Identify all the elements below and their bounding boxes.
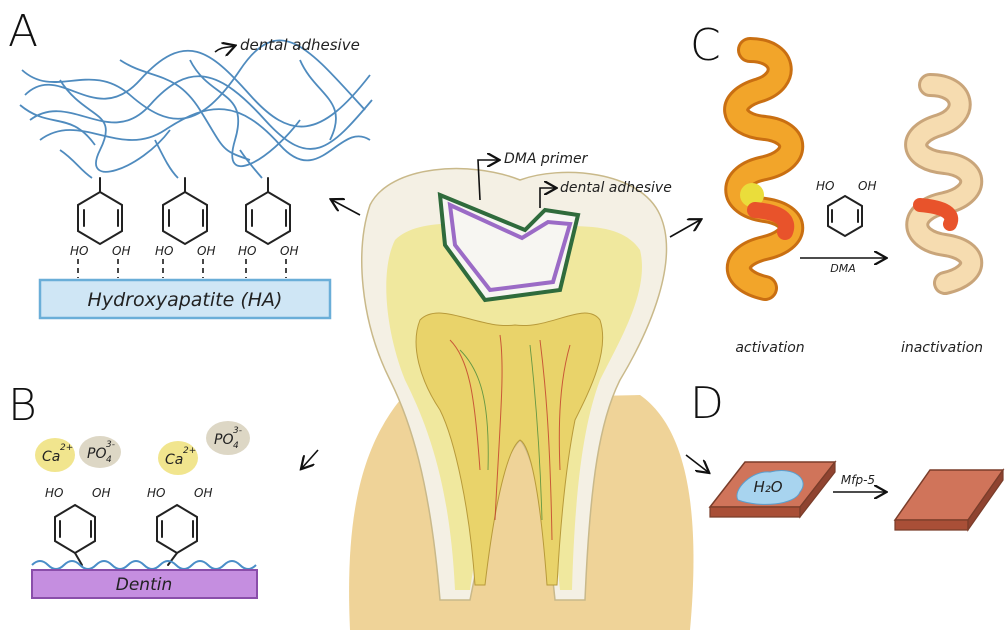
svg-text:2+: 2+: [60, 443, 73, 453]
svg-text:OH: OH: [194, 486, 212, 500]
active-enzyme-helix: [736, 50, 791, 288]
catechol-2: HO OH: [155, 178, 215, 278]
arrow-to-c: [670, 220, 700, 237]
panel-label-b: B: [8, 380, 37, 431]
svg-text:HO: HO: [816, 179, 834, 193]
adhesive-fiber-network: [20, 40, 372, 178]
inactive-enzyme-helix: [916, 85, 971, 283]
svg-text:PO: PO: [214, 432, 233, 448]
wet-substrate: H₂O: [710, 462, 835, 517]
ho-label: HO: [70, 244, 88, 258]
ion-ca-2: Ca 2+: [158, 441, 198, 475]
arrow-to-d: [686, 455, 708, 472]
hydroxyapatite-label: Hydroxyapatite (HA): [88, 289, 283, 311]
svg-text:PO: PO: [87, 446, 106, 462]
svg-text:HO: HO: [45, 486, 63, 500]
oh-label: OH: [197, 244, 215, 258]
catechol-b-2: HO OH: [147, 486, 212, 565]
arrow-to-a: [332, 200, 360, 215]
svg-text:2+: 2+: [183, 446, 196, 456]
panel-label-c: C: [690, 20, 721, 71]
catechol-1: HO OH: [70, 178, 130, 278]
arrow-to-b: [302, 450, 318, 468]
inactivation-caption: inactivation: [901, 340, 983, 356]
svg-text:3-: 3-: [233, 426, 242, 436]
ho-label: HO: [155, 244, 173, 258]
oh-label: OH: [280, 244, 298, 258]
tooth-illustration: [349, 169, 693, 630]
oh-label: OH: [112, 244, 130, 258]
dma-reagent-label: DMA: [830, 262, 856, 275]
activation-caption: activation: [735, 340, 804, 356]
center-adhesive-label: dental adhesive: [560, 180, 672, 196]
catechol-b-1: HO OH: [45, 486, 110, 565]
water-label: H₂O: [753, 478, 782, 496]
mfp5-reagent-label: Mfp-5: [841, 473, 875, 487]
ion-po4-1: PO 3- 4: [79, 436, 121, 468]
adhesive-pointer-arrow: [215, 46, 234, 52]
panel-label-a: A: [8, 6, 38, 57]
svg-text:OH: OH: [858, 179, 876, 193]
dentin-label: Dentin: [116, 575, 173, 595]
ion-ca-1: Ca 2+: [35, 438, 75, 472]
panel-label-d: D: [690, 378, 724, 429]
svg-text:3-: 3-: [106, 440, 115, 450]
svg-text:4: 4: [106, 455, 112, 465]
svg-text:OH: OH: [92, 486, 110, 500]
svg-text:4: 4: [233, 441, 239, 451]
catechol-3: HO OH: [238, 178, 298, 278]
dma-primer-label: DMA primer: [504, 151, 589, 167]
dma-molecule-c: HO OH: [816, 179, 876, 236]
ho-label: HO: [238, 244, 256, 258]
svg-text:HO: HO: [147, 486, 165, 500]
ion-po4-2: PO 3- 4: [206, 421, 250, 455]
adhesive-label-a: dental adhesive: [240, 36, 360, 54]
svg-text:Ca: Ca: [165, 452, 183, 468]
adhesive-layer-b: [32, 561, 256, 569]
svg-text:Ca: Ca: [42, 449, 60, 465]
dry-substrate: [895, 470, 1003, 530]
